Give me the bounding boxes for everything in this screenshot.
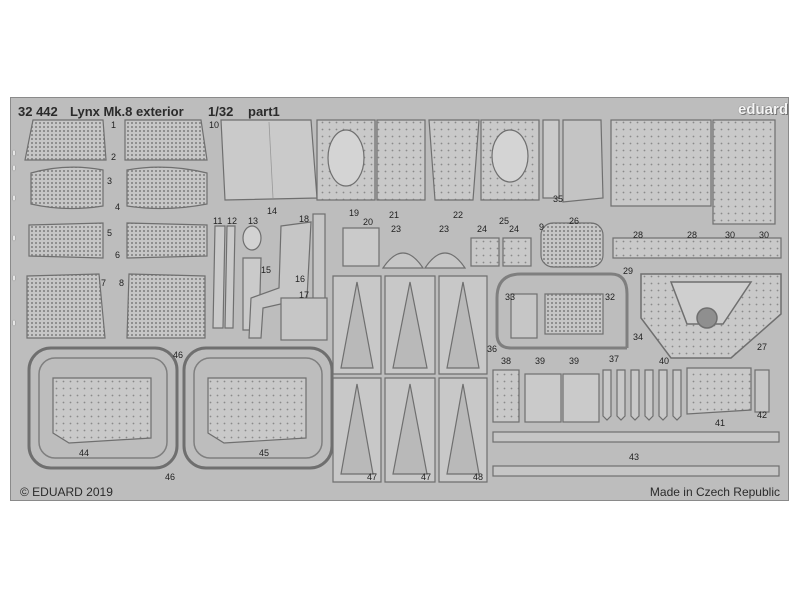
svg-text:18: 18: [299, 214, 309, 224]
svg-text:42: 42: [757, 410, 767, 420]
svg-text:8: 8: [119, 278, 124, 288]
svg-text:40: 40: [659, 356, 669, 366]
svg-text:16: 16: [295, 274, 305, 284]
scale-label: 1/32: [208, 104, 234, 119]
svg-text:23: 23: [391, 224, 401, 234]
svg-text:23: 23: [439, 224, 449, 234]
svg-text:17: 17: [299, 290, 309, 300]
svg-text:29: 29: [623, 266, 633, 276]
svg-text:28: 28: [687, 230, 697, 240]
svg-text:35: 35: [553, 194, 563, 204]
svg-text:47: 47: [421, 472, 431, 482]
svg-text:11: 11: [213, 216, 222, 226]
svg-text:48: 48: [473, 472, 483, 482]
svg-text:19: 19: [349, 208, 359, 218]
svg-text:10: 10: [209, 120, 219, 130]
svg-text:20: 20: [363, 217, 373, 227]
svg-text:7: 7: [101, 278, 106, 288]
svg-text:39: 39: [535, 356, 545, 366]
svg-text:25: 25: [499, 216, 509, 226]
svg-text:27: 27: [757, 342, 767, 352]
strut-frames: [332, 275, 488, 483]
fret-parts-drawing: 1 2 3 4 5 6 7 8 9 10 11 12 13 14 15 16 1…: [12, 119, 782, 483]
svg-text:3: 3: [107, 176, 112, 186]
origin-text: Made in Czech Republic: [649, 485, 780, 499]
svg-text:1: 1: [111, 120, 116, 130]
svg-text:34: 34: [633, 332, 643, 342]
svg-text:24: 24: [477, 224, 487, 234]
svg-text:32: 32: [605, 292, 615, 302]
part-label: part1: [248, 104, 280, 119]
svg-text:28: 28: [633, 230, 643, 240]
eduard-logo: eduard: [737, 101, 788, 118]
photo-etch-fret: 1 2 3 4 5 6 7 8 9 10 11 12 13 14 15 16 1…: [10, 97, 789, 501]
long-strips: [492, 431, 780, 477]
svg-text:9: 9: [539, 222, 544, 232]
svg-text:26: 26: [569, 216, 579, 226]
svg-text:30: 30: [725, 230, 735, 240]
trapezoid-panel: [640, 273, 782, 359]
mesh-grilles: [24, 119, 208, 339]
svg-text:15: 15: [261, 265, 271, 275]
product-title: Lynx Mk.8 exterior: [70, 104, 184, 119]
svg-text:13: 13: [248, 216, 258, 226]
svg-text:43: 43: [629, 452, 639, 462]
svg-text:4: 4: [115, 202, 120, 212]
svg-text:41: 41: [715, 418, 725, 428]
left-edge-tabs: [12, 149, 16, 327]
svg-text:38: 38: [501, 356, 511, 366]
svg-text:21: 21: [389, 210, 399, 220]
svg-text:2: 2: [111, 152, 116, 162]
svg-text:47: 47: [367, 472, 377, 482]
svg-text:12: 12: [227, 216, 237, 226]
large-hatch-frames: [27, 346, 334, 470]
svg-text:37: 37: [609, 354, 619, 364]
svg-text:46: 46: [165, 472, 175, 482]
svg-text:24: 24: [509, 224, 519, 234]
svg-text:33: 33: [505, 292, 515, 302]
svg-text:30: 30: [759, 230, 769, 240]
svg-text:45: 45: [259, 448, 269, 458]
svg-text:6: 6: [115, 250, 120, 260]
set-number: 32 442: [18, 104, 58, 119]
part-number-labels: 1 2 3 4 5 6 7 8 9 10 11 12 13 14 15 16 1…: [79, 120, 769, 482]
svg-text:36: 36: [487, 344, 497, 354]
upper-panels: [220, 119, 776, 225]
svg-text:46: 46: [173, 350, 183, 360]
svg-text:22: 22: [453, 210, 463, 220]
middle-small-parts: [212, 213, 782, 341]
loop-and-grille: [495, 272, 629, 350]
lower-right-parts: [492, 367, 770, 423]
copyright-text: © EDUARD 2019: [20, 485, 113, 499]
svg-text:14: 14: [267, 206, 277, 216]
svg-text:39: 39: [569, 356, 579, 366]
svg-text:5: 5: [107, 228, 112, 238]
svg-text:44: 44: [79, 448, 89, 458]
